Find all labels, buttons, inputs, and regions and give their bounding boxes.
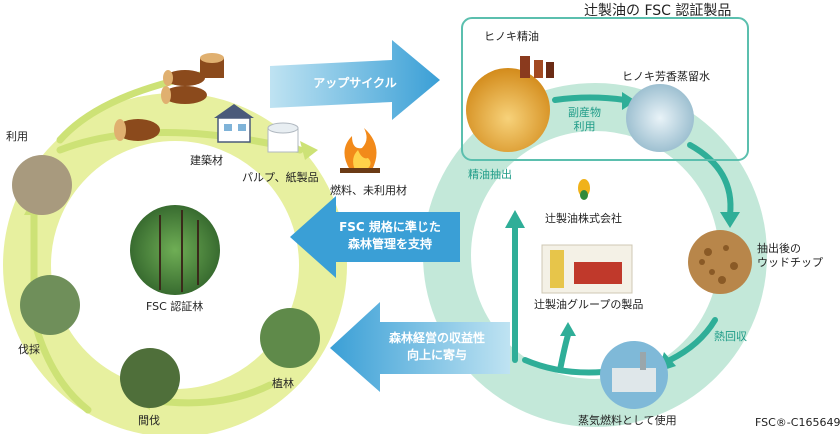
page-title: 辻製油の FSC 認証製品 (584, 3, 732, 19)
wood-chips-label: 抽出後の ウッドチップ (757, 242, 823, 270)
extraction-label: 精油抽出 (468, 168, 512, 181)
stage-planting-label: 植林 (272, 377, 294, 390)
planting-photo (260, 308, 320, 368)
stage-thinning-label: 間伐 (138, 414, 160, 427)
hinoki-oil-photo (466, 68, 550, 152)
use-photo (12, 155, 72, 215)
oil-bottles (520, 56, 554, 78)
byproduct-label: 副産物 利用 (568, 106, 601, 134)
stage-felling-label: 伐採 (18, 343, 40, 356)
company-logo-icon (578, 179, 590, 200)
support-line-1: FSC 規格に準じた (339, 220, 441, 234)
upcycle-arrow (270, 40, 440, 120)
wood-chips-line-2: ウッドチップ (757, 256, 823, 269)
paper-icon (267, 122, 299, 153)
forest-trunks (159, 210, 199, 292)
oil-cycle-arrows (512, 94, 734, 376)
support-line-2: 森林管理を支持 (347, 237, 432, 251)
hinoki-water-label: ヒノキ芳香蒸留水 (622, 70, 710, 83)
byproduct-line-2: 利用 (573, 120, 596, 133)
revenue-text: 森林経営の収益性 向上に寄与 (372, 330, 502, 364)
fsc-product-box (461, 17, 749, 161)
fsc-forest-label: FSC 認証林 (146, 300, 204, 313)
company-label: 辻製油株式会社 (545, 212, 622, 225)
pulp-label: パルプ、紙製品 (242, 171, 319, 184)
upcycle-text: アップサイクル (313, 76, 397, 90)
house-icon (214, 104, 254, 143)
support-arrow (290, 196, 460, 278)
thinning-photo (120, 348, 180, 408)
stage-use-label: 利用 (6, 130, 28, 143)
fire-icon (340, 128, 380, 173)
logs-icon (114, 53, 224, 141)
support-text: FSC 規格に準じた 森林管理を支持 (326, 219, 454, 253)
hinoki-water-photo (626, 84, 694, 152)
wood-chips-photo (688, 230, 752, 294)
steam-fuel-label: 蒸気燃料として使用 (578, 414, 677, 427)
product-package (574, 262, 622, 284)
factory-building (612, 368, 656, 392)
fuel-label: 燃料、未利用材 (330, 184, 407, 197)
wood-chips-line-1: 抽出後の (757, 242, 801, 255)
product-bottle (550, 250, 564, 288)
revenue-line-2: 向上に寄与 (406, 348, 467, 362)
wood-chips-texture (699, 245, 738, 284)
felling-photo (20, 275, 80, 335)
building-label: 建築材 (190, 154, 223, 167)
factory-chimney (640, 352, 646, 370)
fsc-forest-photo (130, 205, 220, 295)
revenue-arrow (330, 302, 510, 392)
fsc-license-code: FSC®-C165649 (755, 416, 840, 429)
products-label: 辻製油グループの製品 (534, 298, 644, 311)
heat-recovery-label: 熱回収 (714, 330, 747, 343)
hinoki-oil-label: ヒノキ精油 (484, 30, 539, 43)
byproduct-line-1: 副産物 (568, 106, 601, 119)
revenue-line-1: 森林経営の収益性 (388, 331, 485, 345)
